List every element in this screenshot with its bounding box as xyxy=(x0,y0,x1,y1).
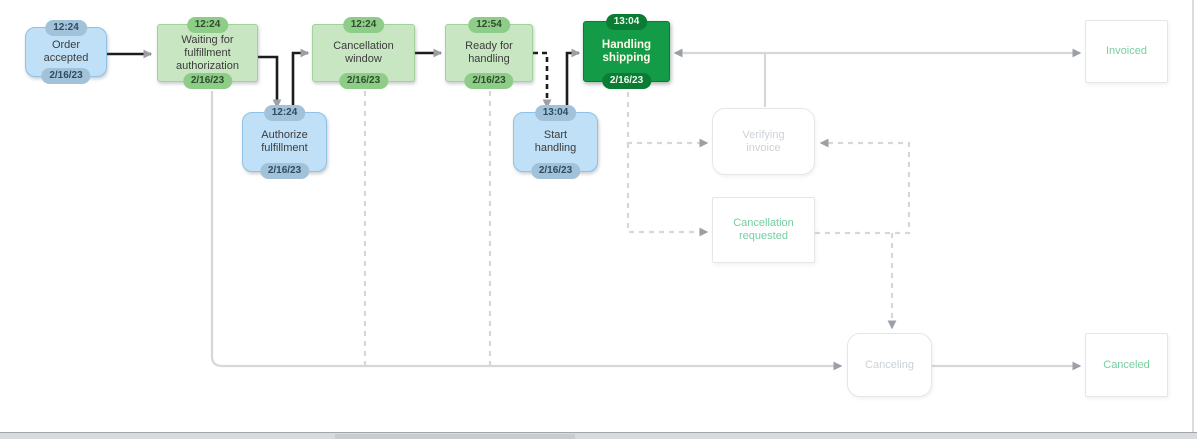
time-badge: 12:24 xyxy=(342,17,385,33)
edge-authorize-fulfillment-to-cancellation-window xyxy=(291,48,310,112)
date-badge: 2/16/23 xyxy=(259,163,310,179)
date-badge: 2/16/23 xyxy=(530,163,581,179)
time-badge: 13:04 xyxy=(605,14,648,30)
state-label: Waiting for fulfillment authorization xyxy=(176,33,239,72)
state-node-verifying-invoice[interactable]: Verifying invoice xyxy=(712,108,815,175)
edge-handling-shipping-to-cancellation-requested xyxy=(626,143,709,237)
state-node-canceling[interactable]: Canceling xyxy=(847,333,932,397)
edge-waiting-to-canceling xyxy=(210,91,843,371)
state-label: Invoiced xyxy=(1106,45,1147,57)
state-label: Start handling xyxy=(534,129,577,154)
state-node-cancellation-requested[interactable]: Cancellation requested xyxy=(712,197,815,263)
state-label: Authorize fulfillment xyxy=(261,129,308,154)
time-badge: 12:24 xyxy=(263,105,306,121)
time-badge: 12:24 xyxy=(45,20,87,36)
state-label: Order accepted xyxy=(43,39,89,64)
edge-start-handling-to-handling-shipping xyxy=(565,48,581,112)
state-node-invoiced[interactable]: Invoiced xyxy=(1085,20,1168,83)
edge-ready-for-handling-to-start-handling xyxy=(533,51,552,109)
time-badge: 12:54 xyxy=(468,17,510,33)
state-label: Handling shipping xyxy=(601,38,652,64)
state-label: Cancellation requested xyxy=(733,217,794,242)
horizontal-scrollbar[interactable] xyxy=(0,432,1197,439)
date-badge: 2/16/23 xyxy=(601,73,652,89)
date-badge: 2/16/23 xyxy=(41,68,91,84)
edge-waiting-to-authorize-fulfillment xyxy=(258,55,282,109)
state-label: Canceling xyxy=(865,358,914,371)
scrollbar-thumb[interactable] xyxy=(335,434,575,439)
date-badge: 2/16/23 xyxy=(464,73,514,89)
state-label: Ready for handling xyxy=(465,40,513,65)
time-badge: 12:24 xyxy=(186,17,229,33)
state-label: Cancellation window xyxy=(333,40,394,65)
time-badge: 13:04 xyxy=(534,105,577,121)
panel-right-border xyxy=(1192,0,1194,433)
state-label: Canceled xyxy=(1103,358,1150,371)
state-node-canceled[interactable]: Canceled xyxy=(1085,333,1168,397)
date-badge: 2/16/23 xyxy=(338,73,389,89)
state-label: Verifying invoice xyxy=(742,128,785,154)
date-badge: 2/16/23 xyxy=(182,73,233,89)
